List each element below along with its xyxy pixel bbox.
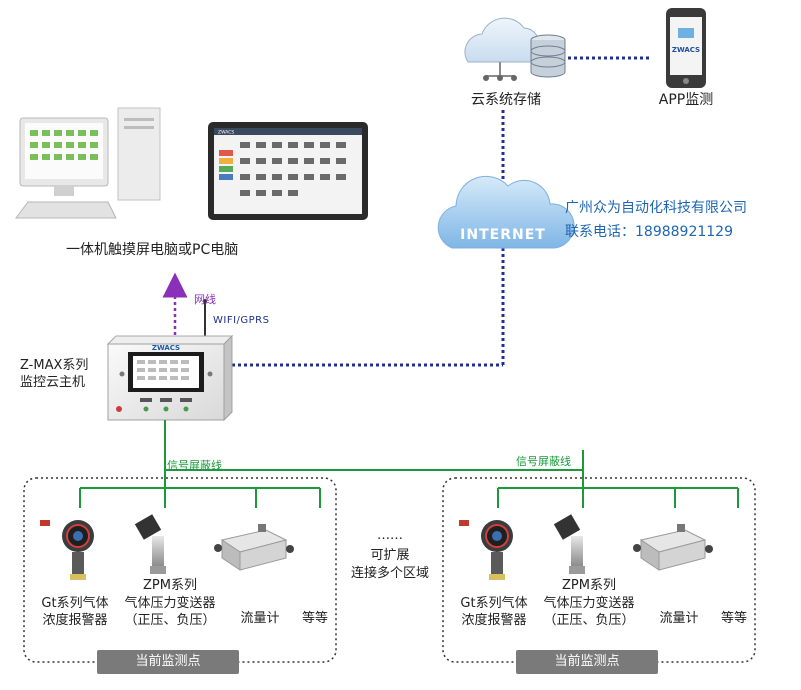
monitor-point-badge: 当前监测点 xyxy=(97,650,239,674)
flow-meter-icon xyxy=(633,524,713,571)
desktop-pc-icon xyxy=(15,107,161,219)
cloud-storage-icon xyxy=(464,17,566,81)
internet-cloud-icon: INTERNET xyxy=(437,175,575,249)
gas-alarm-label-line1: Gt系列气体 xyxy=(41,596,109,611)
internet-label: INTERNET xyxy=(460,227,546,243)
antenna-icon xyxy=(203,299,207,336)
flow-meter-label: 流量计 xyxy=(659,611,699,626)
signal-bus-lines xyxy=(79,420,739,508)
signal-line-label: 信号屏蔽线 xyxy=(167,459,222,472)
gas-alarm-icon xyxy=(40,520,94,580)
zpm-label-line1: ZPM系列 xyxy=(143,578,197,593)
company-name: 广州众为自动化科技有限公司 xyxy=(565,200,747,216)
zpm-label-line1: ZPM系列 xyxy=(562,578,616,593)
phone-icon: ZWACS xyxy=(666,8,706,88)
zpm-label-line2: 气体压力变送器 xyxy=(124,596,216,611)
wireless-label: WIFI/GPRS xyxy=(213,315,270,326)
flow-meter-icon xyxy=(214,524,294,571)
cloud-storage-label: 云系统存储 xyxy=(471,92,541,108)
expand-line2: 连接多个区域 xyxy=(350,566,429,581)
etc-label: 等等 xyxy=(720,611,747,626)
zone-1-boundary xyxy=(23,477,337,663)
company-phone: 联系电话：18988921129 xyxy=(565,224,733,240)
gas-alarm-label-line2: 浓度报警器 xyxy=(42,613,108,628)
phone-brand: ZWACS xyxy=(672,46,700,54)
zone-2-boundary xyxy=(442,477,756,663)
host-cabinet-icon: ZWACS xyxy=(106,334,234,422)
host-brand: ZWACS xyxy=(152,344,180,352)
gas-alarm-label-line2: 浓度报警器 xyxy=(461,613,527,628)
expand-line1: 可扩展 xyxy=(370,548,410,563)
pressure-transmitter-icon xyxy=(134,514,166,574)
pressure-transmitter-icon xyxy=(553,514,585,574)
expand-dots: …… xyxy=(377,528,403,543)
flow-meter-label: 流量计 xyxy=(240,611,280,626)
gas-alarm-icon xyxy=(459,520,513,580)
touch-panel-icon: ZWACS xyxy=(208,122,368,220)
etc-label: 等等 xyxy=(301,611,328,626)
monitor-point-badge: 当前监测点 xyxy=(516,650,658,674)
tablet-brand: ZWACS xyxy=(218,130,234,136)
host-name-line1: Z-MAX系列 xyxy=(20,358,89,373)
pc-label: 一体机触摸屏电脑或PC电脑 xyxy=(66,242,239,258)
gas-alarm-label-line1: Gt系列气体 xyxy=(460,596,528,611)
app-monitor-label: APP监测 xyxy=(658,92,714,108)
zpm-label-line2: 气体压力变送器 xyxy=(543,596,635,611)
zpm-label-line3: （正压、负压） xyxy=(124,613,216,628)
host-name-line2: 监控云主机 xyxy=(20,375,86,390)
wired-label: 网线 xyxy=(194,293,216,306)
signal-line-label: 信号屏蔽线 xyxy=(516,455,571,468)
zpm-label-line3: （正压、负压） xyxy=(543,613,635,628)
